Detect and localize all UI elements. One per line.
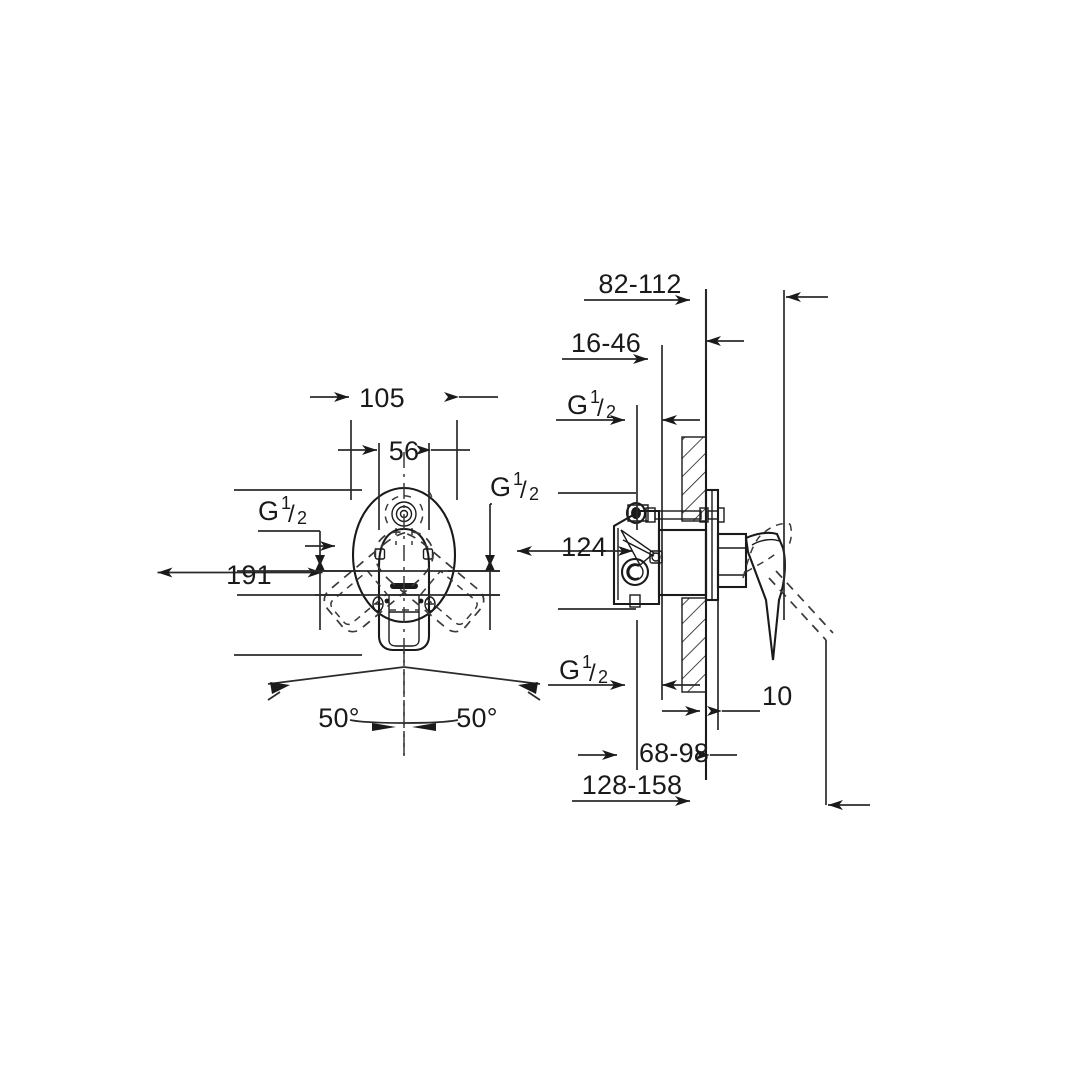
side-thread-upper-numerator: 1 (590, 387, 600, 407)
front-thread-label-right: G 1 / 2 (485, 469, 539, 566)
side-thread-upper-letter: G (567, 390, 588, 420)
side-lever-phantom-out (768, 570, 834, 641)
front-dimension-191: 191 (157, 489, 362, 656)
side-dimension-128-158-label: 128-158 (582, 770, 683, 800)
side-thread-upper-denominator: 2 (606, 402, 616, 422)
side-dimension-68-98: 68-98 (578, 700, 737, 770)
side-dimension-82-112: 82-112 (584, 269, 707, 360)
front-angle-dimensions: 50° 50° (267, 650, 541, 755)
side-dimension-16-46-label: 16-46 (571, 328, 641, 358)
side-thread-lower-denominator: 2 (598, 667, 608, 687)
side-wall-section (661, 289, 708, 780)
front-dimension-105: 105 (310, 383, 498, 500)
front-thread-left-numerator: 1 (281, 493, 291, 513)
front-angle-right-label: 50° (456, 703, 497, 733)
front-reference-lines (237, 570, 500, 596)
front-dimension-105-label: 105 (359, 383, 405, 413)
svg-text:/: / (288, 501, 295, 528)
side-dimension-10: 10 (662, 600, 792, 730)
side-handle-hub (716, 532, 748, 589)
front-dimension-191-label: 191 (226, 560, 272, 590)
svg-text:/: / (520, 477, 527, 504)
svg-text:/: / (589, 660, 596, 687)
side-thread-lower-letter: G (559, 655, 580, 685)
side-thread-lower-numerator: 1 (582, 652, 592, 672)
front-dimension-56: 56 (338, 436, 470, 530)
front-dimension-56-label: 56 (389, 436, 419, 466)
side-dimension-124-label: 124 (561, 532, 607, 562)
side-section-view: 82-112 16-46 G 1 / 2 12 (517, 269, 870, 810)
side-dimension-68-98-label: 68-98 (639, 738, 709, 768)
side-outer-extension-top (783, 290, 828, 620)
front-thread-right-letter: G (490, 472, 511, 502)
front-elevation-view: 105 56 191 G 1 / 2 (157, 383, 541, 756)
side-outer-extension-bottom (825, 640, 870, 810)
front-thread-left-denominator: 2 (297, 508, 307, 528)
front-thread-right-denominator: 2 (529, 484, 539, 504)
side-dimension-10-label: 10 (762, 681, 792, 711)
side-dimension-128-158: 128-158 (572, 770, 690, 806)
side-dimension-82-112-label: 82-112 (598, 269, 681, 299)
front-handle-swing-right-phantom (323, 531, 434, 633)
side-dimension-124: 124 (517, 492, 636, 610)
side-dimension-16-46: 16-46 (562, 328, 744, 400)
front-angle-left-label: 50° (318, 703, 359, 733)
front-thread-left-letter: G (258, 496, 279, 526)
svg-text:/: / (597, 395, 604, 422)
side-lever-phantom-up (742, 522, 793, 579)
side-thread-label-upper: G 1 / 2 (556, 387, 700, 530)
front-handle-swing-left-phantom (374, 531, 485, 633)
side-thread-label-lower: G 1 / 2 (548, 620, 700, 700)
front-thread-right-numerator: 1 (513, 469, 523, 489)
